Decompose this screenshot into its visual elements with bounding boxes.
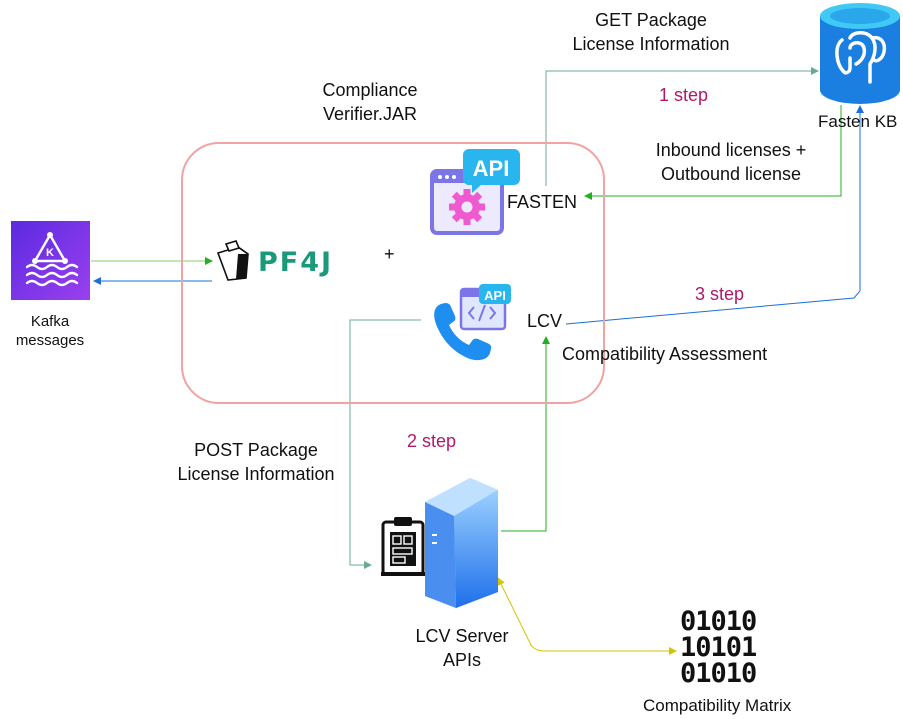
lcv-phone-api-icon: API	[432, 283, 512, 361]
fasten-api-icon: API	[430, 147, 522, 237]
binary-matrix-icon: 01010 10101 01010	[680, 606, 766, 693]
server-to-lcv-line	[501, 336, 550, 532]
step-1-label: 1 step	[659, 85, 709, 105]
lcv-api-badge-text: API	[484, 288, 506, 303]
binary-row-2: 10101	[680, 632, 757, 663]
kafka-label: Kafka messages	[15, 313, 85, 349]
plus-label: +	[384, 244, 395, 264]
lcv-server-label: LCV Server APIs	[415, 626, 509, 670]
post-package-line	[349, 319, 421, 569]
lcv-to-kb-line	[565, 105, 864, 325]
clipboard-icon	[381, 517, 425, 576]
lcv-label: LCV	[527, 311, 563, 331]
post-package-label: POST Package License Information	[177, 440, 335, 484]
inbound-licenses-line	[584, 105, 842, 200]
fasten-label: FASTEN	[507, 192, 578, 212]
get-package-label: GET Package License Information	[572, 10, 730, 54]
step-2-label: 2 step	[407, 431, 457, 451]
compliance-verifier-container	[181, 142, 605, 404]
binary-row-1: 01010	[680, 606, 757, 637]
kafka-icon: K	[11, 221, 90, 300]
compatibility-matrix-label: Compatibility Matrix	[643, 696, 792, 715]
fasten-kb-label: Fasten KB	[818, 112, 898, 131]
api-badge-text: API	[473, 156, 510, 181]
fasten-kb-database-icon	[820, 2, 900, 106]
binary-row-3: 01010	[680, 658, 757, 689]
lcv-server-icon	[378, 474, 504, 610]
get-package-line	[545, 67, 819, 186]
server-matrix-line	[497, 577, 677, 655]
kafka-letter: K	[46, 247, 54, 259]
compatibility-assessment-label: Compatibility Assessment	[562, 344, 768, 364]
compliance-verifier-title: Compliance Verifier.JAR	[322, 80, 418, 124]
inbound-outbound-label: Inbound licenses + Outbound license	[655, 140, 807, 184]
pf4j-logo: PF4J	[214, 238, 356, 282]
step-3-label: 3 step	[695, 284, 745, 304]
pf4j-text: PF4J	[258, 247, 333, 278]
